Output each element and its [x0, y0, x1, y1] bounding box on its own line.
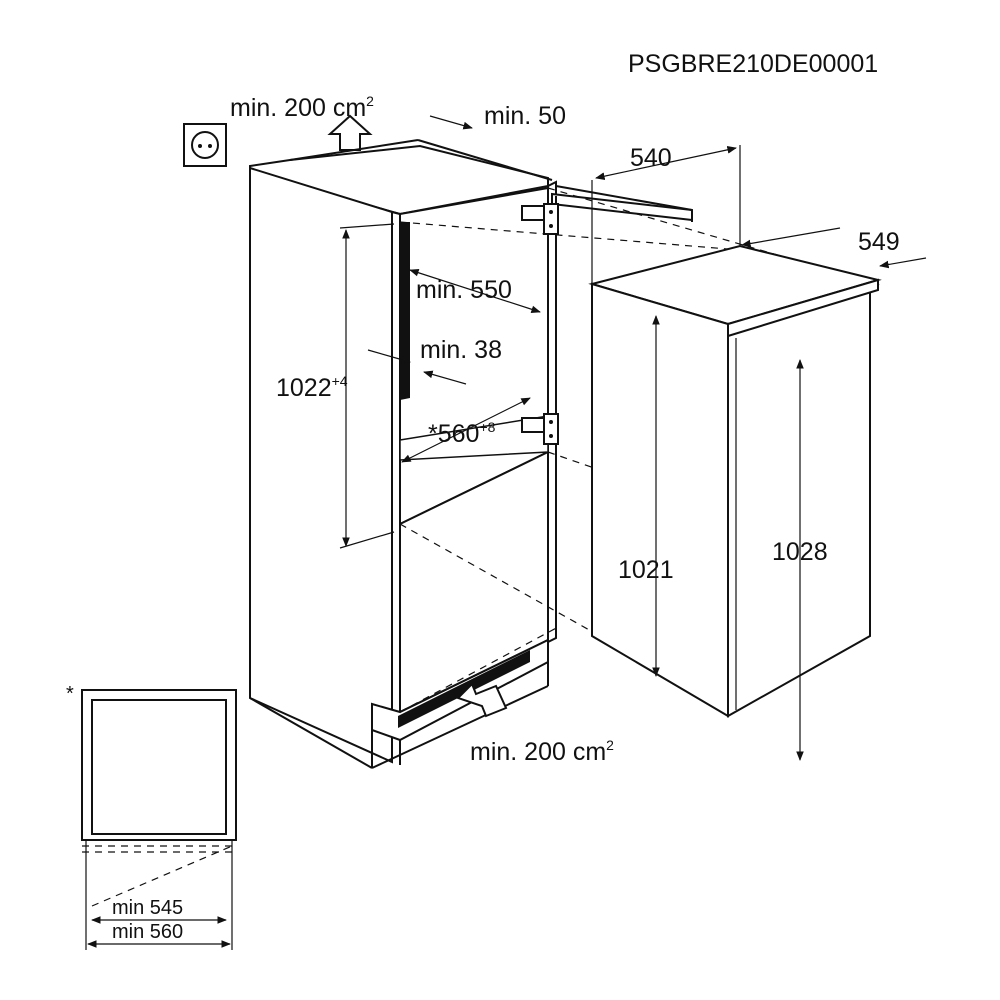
- niche-dimensions: [339, 223, 541, 549]
- detail-asterisk: *: [66, 683, 74, 705]
- appliance-dimensions: [591, 145, 927, 761]
- gap-top-label: min. 50: [484, 102, 566, 130]
- niche-height-label: 1022+4: [276, 373, 348, 402]
- detail-min560-label: min 560: [112, 921, 183, 943]
- vent-top-label: min. 200 cm2: [230, 93, 374, 122]
- vent-bottom-label: min. 200 cm2: [470, 737, 614, 766]
- airflow-inward-arrow-icon: [456, 682, 508, 718]
- appliance-body: [588, 244, 882, 718]
- power-socket-icon: [183, 123, 227, 167]
- appliance-height-1021-label: 1021: [618, 556, 674, 584]
- min-38-label: min. 38: [420, 336, 502, 364]
- depth-549-label: 549: [858, 228, 900, 256]
- hinge-top-icon: [521, 203, 559, 235]
- detail-min545-label: min 545: [112, 897, 183, 919]
- niche-cabinet: [249, 139, 557, 769]
- document-code: PSGBRE210DE00001: [628, 50, 878, 78]
- appliance-height-1028-label: 1028: [772, 538, 828, 566]
- niche-depth-label: min. 550: [416, 276, 512, 304]
- niche-width-label: *560+8: [428, 419, 496, 448]
- depth-540-label: 540: [630, 144, 672, 172]
- airflow-up-arrow-icon: [327, 114, 373, 151]
- gap-top-arrow: [429, 115, 473, 130]
- detail-top-view: [81, 689, 237, 950]
